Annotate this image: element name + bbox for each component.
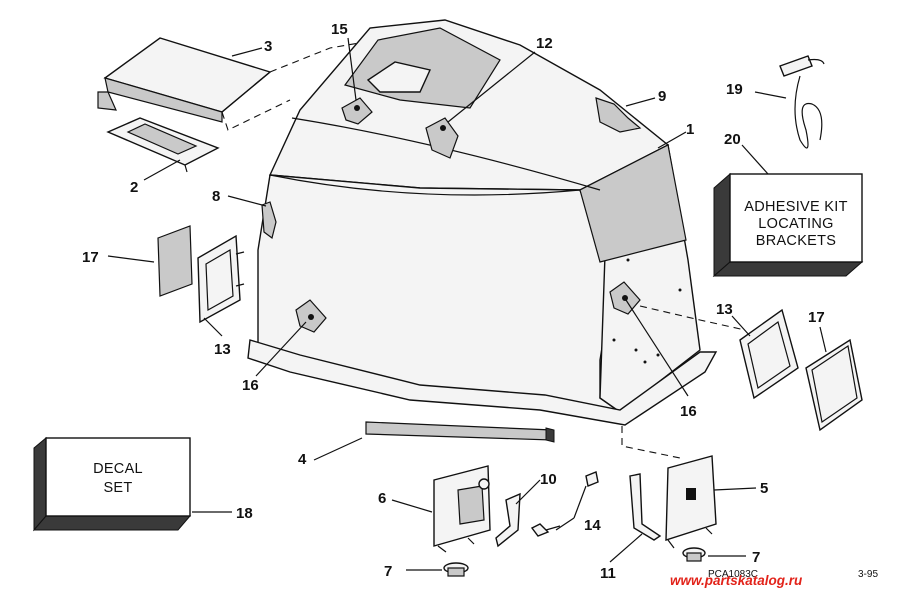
part-12-bracket (425, 117, 459, 159)
callout-9: 9 (658, 88, 666, 105)
part-1-motor-cover (247, 19, 718, 426)
callout-2: 2 (130, 179, 138, 196)
watermark: www.partskatalog.ru (670, 573, 803, 588)
callout-11: 11 (600, 565, 616, 582)
adhesive-kit-line2: LOCATING (758, 216, 833, 232)
callout-8: 8 (212, 188, 220, 205)
callout-6: 6 (378, 490, 386, 507)
callout-16-right: 16 (680, 403, 697, 420)
part-17-pad-left (157, 225, 193, 297)
callout-4: 4 (298, 451, 307, 468)
part-7-grommet-right (682, 547, 706, 562)
callout-20: 20 (724, 131, 741, 148)
part-16-bracket-right (609, 281, 641, 315)
callout-13-left: 13 (214, 341, 231, 358)
part-20-adhesive-kit-box: ADHESIVE KIT LOCATING BRACKETS (712, 172, 864, 278)
callout-7-right: 7 (752, 549, 760, 566)
callout-10: 10 (540, 471, 557, 488)
callout-13-right: 13 (716, 301, 733, 318)
part-17-pad-right (805, 338, 863, 432)
part-18-decal-set-box: DECAL SET (32, 436, 192, 532)
callout-16-left: 16 (242, 377, 259, 394)
leader-lines (107, 37, 827, 571)
part-19-wire-harness (779, 55, 825, 149)
part-13-frame-left (197, 234, 245, 324)
callout-12: 12 (536, 35, 553, 52)
drawing-date: 3-95 (858, 569, 878, 580)
callout-18: 18 (236, 505, 253, 522)
callout-17-right: 17 (808, 309, 825, 326)
callout-14: 14 (584, 517, 601, 534)
part-7-grommet-left (443, 562, 469, 577)
decal-set-line2: SET (103, 480, 132, 496)
part-2-seal-gasket (106, 117, 220, 173)
part-10-clip (495, 492, 521, 548)
part-4-seal-strip (365, 421, 555, 443)
part-13-frame-right (739, 308, 799, 400)
callout-5: 5 (760, 480, 768, 497)
adhesive-kit-line3: BRACKETS (756, 233, 837, 249)
adhesive-kit-line1: ADHESIVE KIT (744, 199, 848, 215)
callout-15: 15 (331, 21, 348, 38)
part-14-screws (530, 471, 599, 537)
decal-set-line1: DECAL (93, 461, 143, 477)
drawing-code: PCA1083C (708, 569, 758, 580)
callout-3: 3 (264, 38, 272, 55)
part-15-bracket (341, 97, 373, 125)
callout-1: 1 (686, 121, 694, 138)
part-6-mount-plate (433, 465, 491, 553)
callout-numbers: 3 2 15 12 9 1 19 20 8 17 13 16 16 13 17 … (82, 21, 825, 582)
part-11-bracket (629, 473, 662, 541)
part-5-side-plate (665, 455, 717, 549)
callout-7-left: 7 (384, 563, 392, 580)
callout-17-left: 17 (82, 249, 99, 266)
part-3-top-cover (97, 37, 272, 123)
callout-19: 19 (726, 81, 743, 98)
